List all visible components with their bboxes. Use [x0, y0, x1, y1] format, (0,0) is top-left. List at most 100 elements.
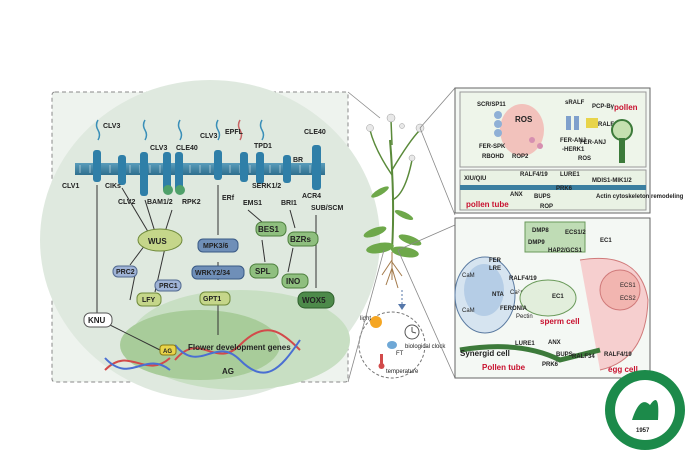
- node-mpk: [197, 238, 239, 253]
- label-ca: Ca²⁺: [510, 289, 523, 296]
- label-clv1: CLV1: [62, 183, 79, 190]
- label-fer-anj-2: FER-ANJ: [580, 140, 606, 146]
- pollen-grain-icon: [611, 119, 633, 141]
- label-ros-2: ROS: [578, 156, 591, 162]
- label-hap2: HAP2/GCS1: [548, 248, 583, 254]
- label-ec1-a: EC1: [600, 238, 612, 244]
- ligand-label-epfl: EPFL: [225, 129, 244, 136]
- label-actin: Actin cytoskeleton remodeling: [596, 194, 684, 200]
- label-fer-spk: FER-SPK: [479, 144, 506, 150]
- label-ag: AG: [222, 367, 234, 376]
- label-pcp: PCP-Bγ: [592, 104, 615, 110]
- dna-helix: [104, 329, 301, 374]
- label-ralf34: RALF34: [572, 354, 595, 360]
- label-sub: SUB/SCM: [311, 205, 343, 212]
- label-ralf419-br: RALF4/19: [509, 276, 537, 282]
- label-bups-br: BUPS: [556, 352, 573, 358]
- node-wox5: [297, 291, 335, 309]
- label-rbohd: RBOHD: [482, 154, 505, 160]
- ligand-label-tpd1: TPD1: [254, 143, 272, 150]
- label-fer-anj: FER-ANJ: [560, 138, 586, 144]
- node-ino: [281, 273, 309, 289]
- label-prk6-br: PRK6: [542, 362, 559, 368]
- label-bups: BUPS: [534, 194, 551, 200]
- node-gpt1: [199, 291, 231, 306]
- label-ec1-b: EC1: [552, 294, 564, 300]
- node-lfy: [136, 292, 162, 307]
- label-bes1: BES1: [258, 225, 279, 234]
- node-wrky: [191, 265, 245, 280]
- label-knu: KNU: [88, 316, 106, 325]
- label-prc1: PRC1: [159, 283, 178, 290]
- bottom-right-panel: DMP8 ECS1/2 EC1 DMP9 HAP2/GCS1 FER LRE R…: [454, 217, 651, 379]
- label-wus: WUS: [148, 237, 167, 246]
- label-anx-br: ANX: [548, 340, 561, 346]
- label-lre: LRE: [489, 266, 501, 272]
- label-cam-1: CaM: [462, 273, 475, 279]
- plant-illustration: light biological clock temperature FT: [358, 113, 446, 379]
- node-prc2: [112, 265, 138, 278]
- label-ecs1: ECS1: [620, 283, 636, 289]
- institute-logo: 1957: [605, 370, 685, 450]
- top-right-panel: SCR/SP11 ROS FER-SPK RBOHD ROP2 sRALF FE…: [454, 87, 684, 214]
- label-wox5: WOX5: [302, 296, 326, 305]
- label-serk: SERK1/2: [252, 183, 281, 190]
- label-mdis: MDIS1-MIK1/2: [592, 178, 632, 184]
- label-bam: BAM1/2: [147, 199, 173, 206]
- ligand-label-clv3-a: CLV3: [103, 123, 120, 130]
- label-sralf: sRALF: [565, 100, 585, 106]
- label-feronia: FERONIA: [500, 306, 528, 312]
- label-ecs2: ECS2: [620, 296, 636, 302]
- label-sperm-cell: sperm cell: [540, 317, 580, 326]
- label-temperature: temperature: [386, 369, 419, 375]
- label-pectin: Pectin: [516, 314, 533, 320]
- label-ralf419-b: RALF4/19: [604, 352, 632, 358]
- label-pollen-tube: pollen tube: [466, 200, 509, 209]
- label-clock: biological clock: [405, 344, 446, 350]
- node-wus: [137, 228, 183, 252]
- label-pollen: pollen: [614, 103, 638, 112]
- label-pollen-tube-br: Pollen tube: [482, 363, 526, 372]
- label-dmp9: DMP9: [528, 240, 545, 246]
- label-light: light: [360, 316, 371, 322]
- logo-year: 1957: [636, 428, 650, 434]
- label-lure1: LURE1: [560, 172, 580, 178]
- label-fer: FER: [489, 258, 502, 264]
- label-synergid-cell: Synergid cell: [460, 349, 510, 358]
- label-ros-1: ROS: [515, 115, 533, 124]
- node-knu: [83, 312, 113, 328]
- label-bzrs: BZRs: [290, 235, 311, 244]
- label-flower-genes: Flower development genes: [188, 343, 291, 352]
- node-bzrs: [287, 231, 319, 247]
- ligand-label-clv3-b: CLV3: [150, 145, 167, 152]
- label-rpk2: RPK2: [182, 199, 201, 206]
- label-ciks: CIKs: [105, 183, 121, 190]
- label-acr4: ACR4: [302, 193, 321, 200]
- label-rop: ROP: [540, 204, 553, 210]
- label-ft: FT: [396, 351, 404, 357]
- label-ralf419: RALF4/19: [520, 172, 548, 178]
- node-ag-box: [159, 344, 177, 356]
- label-lfy: LFY: [142, 297, 156, 304]
- label-dmp8: DMP8: [532, 228, 549, 234]
- label-egg-cell: egg cell: [608, 365, 638, 374]
- label-gpt1: GPT1: [203, 296, 221, 303]
- label-spl: SPL: [255, 267, 271, 276]
- ligand-label-cle40-a: CLE40: [176, 145, 198, 152]
- label-herk1: -HERK1: [562, 147, 585, 153]
- label-nta: NTA: [492, 292, 505, 298]
- label-bri1: BRI1: [281, 200, 297, 207]
- label-cam-2: CaM: [462, 308, 475, 314]
- sun-icon: [370, 316, 382, 328]
- label-ems1: EMS1: [243, 200, 262, 207]
- label-clv2: CLV2: [118, 199, 135, 206]
- label-lure1-br: LURE1: [515, 341, 535, 347]
- label-prk6: PRK6: [556, 186, 573, 192]
- node-prc1: [154, 279, 182, 292]
- label-xiu: XIU/QIU: [464, 176, 486, 182]
- label-mpk: MPK3/6: [203, 243, 228, 250]
- ligand-label-clv3-c: CLV3: [200, 133, 217, 140]
- label-erf: ERf: [222, 195, 235, 202]
- left-panel: CLV3 CLV3 CLE40 CLV3 EPFL TPD1 CLE40 BR …: [40, 80, 380, 400]
